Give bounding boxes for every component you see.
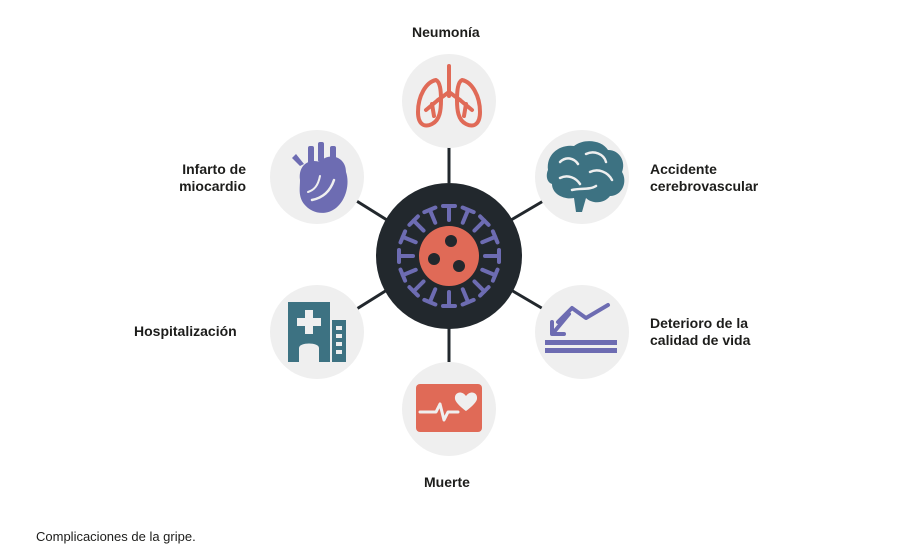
virus-spike	[472, 218, 487, 233]
connector-infarto	[354, 198, 388, 222]
label-deterioro: Deterioro de la calidad de vida	[650, 315, 751, 348]
virus-spike-cap	[422, 297, 438, 307]
hospital-icon	[288, 302, 346, 362]
virus-spike-cap	[407, 214, 420, 227]
virus-spike	[427, 287, 438, 305]
virus-spike	[472, 279, 487, 294]
virus-spike-cap	[478, 285, 491, 298]
label-muerte: Muerte	[424, 474, 470, 490]
virus-spike	[460, 207, 471, 225]
virus-spike-cap	[398, 229, 408, 245]
label-accidente: Accidente cerebrovascular	[650, 161, 759, 194]
virus-spike	[427, 207, 438, 225]
brain-icon	[546, 141, 625, 212]
virus-icon	[376, 183, 522, 329]
virus-spike-cap	[490, 229, 500, 245]
connector-deterioro	[510, 288, 546, 312]
connector-accidente	[510, 198, 546, 222]
heart-monitor-icon	[416, 384, 482, 432]
virus-spike-cap	[490, 267, 500, 283]
label-hospitalizacion: Hospitalización	[134, 323, 237, 339]
virus-spike-cap	[407, 285, 420, 298]
virus-spike-cap	[398, 267, 408, 283]
heart-icon	[292, 142, 348, 213]
label-neumonia: Neumonía	[412, 24, 480, 40]
virus-spike-cap	[422, 205, 438, 215]
label-infarto: Infarto de miocardio	[179, 161, 246, 194]
virus-spike	[411, 279, 426, 294]
virus-spike	[480, 234, 498, 245]
circle-deterioro	[535, 285, 629, 379]
connectors	[354, 145, 546, 362]
declining-chart-icon	[545, 303, 617, 353]
virus-spike	[411, 218, 426, 233]
lungs-icon	[416, 64, 482, 128]
virus-spike	[480, 267, 498, 278]
connector-hospitalizacion	[354, 288, 388, 312]
virus-spike	[400, 234, 418, 245]
figure-caption: Complicaciones de la gripe.	[36, 529, 196, 544]
virus-spike-cap	[460, 297, 476, 307]
virus-spike	[460, 287, 471, 305]
virus-spike-cap	[460, 205, 476, 215]
virus-spike-cap	[478, 214, 491, 227]
virus-spike	[400, 267, 418, 278]
